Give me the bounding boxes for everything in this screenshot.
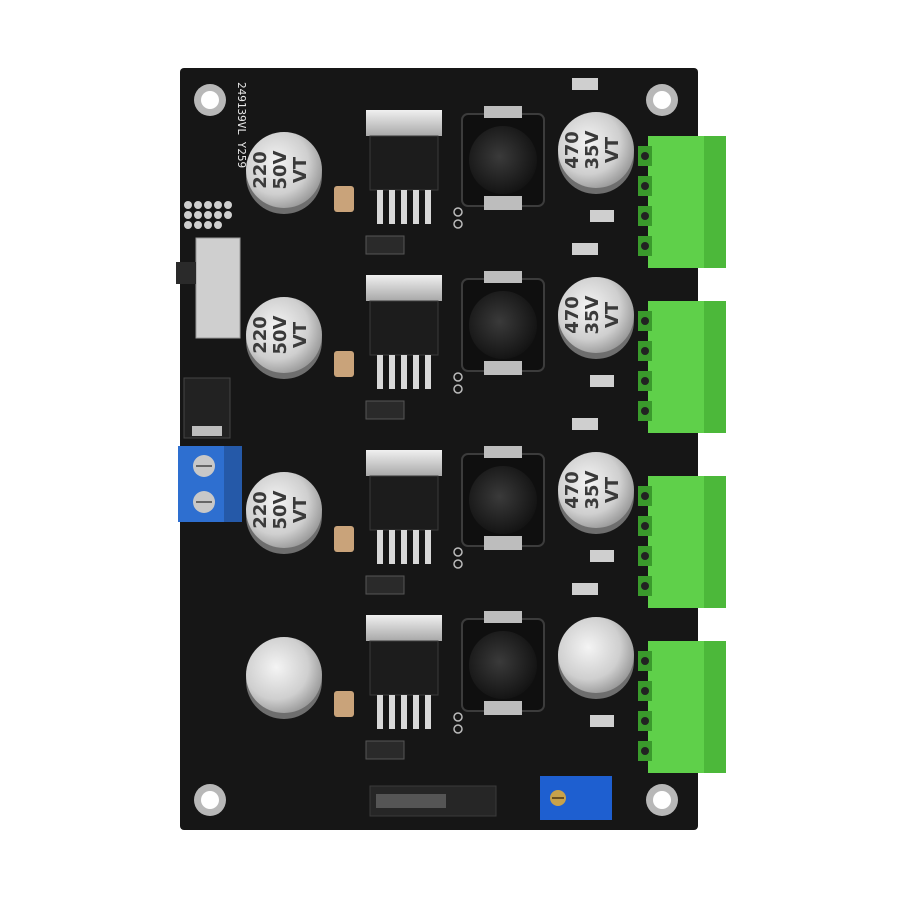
smd-diode — [183, 377, 231, 439]
output-terminal-block — [638, 476, 726, 608]
power-inductor — [461, 271, 545, 375]
regulator-channel — [246, 583, 726, 773]
smd-capacitor — [334, 351, 354, 377]
smd-capacitor — [334, 186, 354, 212]
capacitor-label-voltage: 50V — [270, 315, 291, 354]
test-pad — [453, 219, 463, 229]
input-terminal-block — [178, 446, 242, 522]
trimmer-potentiometer — [540, 776, 612, 820]
regulator-ic — [366, 110, 442, 224]
status-led — [572, 243, 598, 255]
smd-diode — [365, 400, 405, 420]
capacitor-label-value: 220 — [250, 491, 271, 529]
power-inductor — [461, 611, 545, 715]
capacitor-label-series: VT — [602, 136, 623, 163]
power-inductor — [461, 446, 545, 550]
test-pad — [453, 559, 463, 569]
smd-capacitor — [334, 526, 354, 552]
test-pad — [453, 384, 463, 394]
capacitor-label-voltage: 35V — [582, 295, 603, 334]
test-pad — [453, 724, 463, 734]
capacitor-label-value: 470 — [562, 471, 583, 509]
smd-capacitor — [334, 691, 354, 717]
status-led — [572, 583, 598, 595]
status-led — [572, 418, 598, 430]
test-pad — [453, 547, 463, 557]
regulator-ic — [366, 615, 442, 729]
capacitor-label-voltage: 50V — [270, 490, 291, 529]
silkscreen-code: 249139VL Y259 — [235, 82, 248, 168]
test-pad — [453, 712, 463, 722]
capacitor-label-voltage: 35V — [582, 130, 603, 169]
test-pad — [453, 207, 463, 217]
capacitor-label-value: 470 — [562, 296, 583, 334]
capacitor-label-voltage: 35V — [582, 470, 603, 509]
mounting-hole-bottom-right — [646, 784, 678, 816]
mounting-hole-top-right — [646, 84, 678, 116]
slide-switch — [176, 237, 241, 339]
pad-array — [184, 201, 232, 229]
capacitor-label-series: VT — [602, 476, 623, 503]
status-led — [572, 78, 598, 90]
smd-resistor — [590, 375, 614, 387]
regulator-ic — [366, 450, 442, 564]
capacitor-label-voltage: 50V — [270, 150, 291, 189]
capacitor-label-series: VT — [290, 156, 311, 183]
power-inductor — [461, 106, 545, 210]
input-capacitor — [246, 637, 322, 719]
capacitor-label-value: 220 — [250, 151, 271, 189]
output-terminal-block — [638, 301, 726, 433]
mounting-hole-top-left — [194, 84, 226, 116]
capacitor-label-value: 220 — [250, 316, 271, 354]
smd-diode — [365, 740, 405, 760]
smd-diode — [365, 235, 405, 255]
capacitor-label-series: VT — [290, 496, 311, 523]
bottom-connector — [369, 785, 497, 817]
test-pad — [453, 372, 463, 382]
regulator-ic — [366, 275, 442, 389]
mounting-hole-bottom-left — [194, 784, 226, 816]
smd-resistor — [590, 715, 614, 727]
output-terminal-block — [638, 136, 726, 268]
capacitor-label-series: VT — [602, 301, 623, 328]
capacitor-label-value: 470 — [562, 131, 583, 169]
output-terminal-block — [638, 641, 726, 773]
smd-diode — [365, 575, 405, 595]
smd-resistor — [590, 550, 614, 562]
output-capacitor — [558, 617, 634, 699]
smd-resistor — [590, 210, 614, 222]
capacitor-label-series: VT — [290, 321, 311, 348]
